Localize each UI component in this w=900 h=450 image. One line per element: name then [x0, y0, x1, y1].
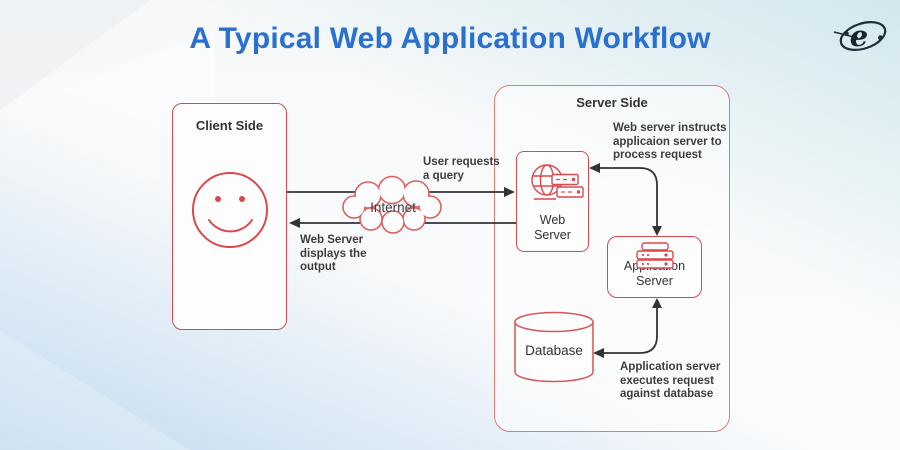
logo-letter: e: [850, 19, 868, 53]
internet-label: Internet: [370, 200, 416, 215]
application-server-label: Application Server: [623, 259, 686, 288]
arrow-webserver-to-client: [289, 218, 516, 228]
client-side-label: Client Side: [195, 118, 264, 133]
client-side-box: Client Side: [172, 103, 287, 330]
e-orbit-logo: e: [833, 19, 887, 53]
annotation-webserver-output: Web Server displays the output: [300, 234, 367, 273]
annotation-user-request: User requests a query: [423, 156, 500, 182]
arrow-client-to-webserver: [287, 187, 515, 197]
database-label: Database: [525, 343, 583, 358]
page-title: A Typical Web Application Workflow: [189, 22, 711, 55]
annotation-web-to-app: Web server instructs applicaion server t…: [613, 122, 727, 161]
server-side-label: Server Side: [576, 95, 648, 110]
web-server-label: Web Server: [534, 213, 571, 242]
background-triangle: [0, 330, 190, 450]
annotation-app-to-db: Application server executes request agai…: [620, 361, 721, 400]
web-server-box: Web Server: [516, 151, 589, 252]
application-server-box: Application Server: [607, 236, 702, 298]
